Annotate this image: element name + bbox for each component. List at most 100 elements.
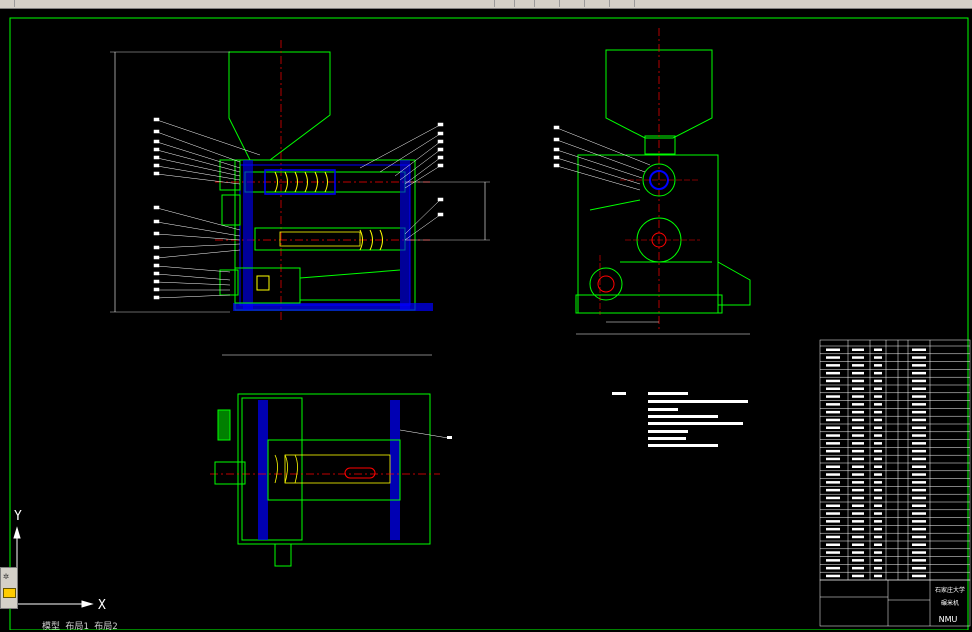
parts-cell-text xyxy=(852,371,864,375)
toolbar-button-7[interactable] xyxy=(595,0,610,7)
parts-cell-text xyxy=(852,403,864,406)
parts-cell-text xyxy=(852,559,864,562)
parts-cell-text xyxy=(852,488,864,492)
parts-cell-text xyxy=(912,364,926,367)
parts-cell-text xyxy=(874,442,882,445)
toolbar-button-1[interactable] xyxy=(0,0,15,7)
parts-cell-text xyxy=(912,527,926,531)
parts-cell-text xyxy=(912,426,926,429)
parts-cell-text xyxy=(912,574,926,578)
parts-cell-text xyxy=(912,496,926,500)
ucs-x-label: X xyxy=(98,598,106,613)
parts-cell-text xyxy=(912,512,926,515)
toolbar-button-6[interactable] xyxy=(570,0,585,7)
front-view xyxy=(110,40,490,320)
parts-cell-text xyxy=(874,496,882,500)
parts-cell-text xyxy=(826,403,840,406)
parts-cell-text xyxy=(852,442,864,445)
parts-cell-text xyxy=(912,449,926,453)
gear-icon[interactable]: ✲ xyxy=(3,571,10,582)
parts-cell-text xyxy=(874,504,882,507)
left-toolbar[interactable]: ✲ xyxy=(0,567,18,609)
school-logo: NMU xyxy=(939,615,958,624)
parts-cell-text xyxy=(912,442,926,445)
folder-icon[interactable] xyxy=(3,588,16,598)
parts-cell-text xyxy=(874,566,882,570)
parts-cell-text xyxy=(912,520,926,523)
parts-cell-text xyxy=(852,465,864,468)
parts-cell-text xyxy=(912,535,926,539)
parts-cell-text xyxy=(826,527,840,531)
parts-cell-text xyxy=(874,512,882,515)
parts-cell-text xyxy=(912,465,926,468)
parts-cell-text xyxy=(852,379,864,383)
parts-cell-text xyxy=(874,371,882,375)
parts-cell-text xyxy=(874,481,882,484)
parts-cell-text xyxy=(826,426,840,429)
parts-cell-text xyxy=(874,559,882,562)
parts-cell-text xyxy=(826,543,840,546)
parts-cell-text xyxy=(826,504,840,507)
toolbar-button-8[interactable] xyxy=(620,0,635,7)
parts-cell-text xyxy=(874,418,882,422)
parts-cell-text xyxy=(874,574,882,578)
parts-cell-text xyxy=(852,535,864,539)
parts-list xyxy=(819,339,971,627)
parts-cell-text xyxy=(826,465,840,468)
parts-cell-text xyxy=(874,410,882,414)
parts-cell-text xyxy=(852,496,864,500)
toolbar-button-4[interactable] xyxy=(520,0,535,7)
parts-cell-text xyxy=(826,566,840,570)
parts-cell-text xyxy=(826,481,840,484)
parts-cell-text xyxy=(852,457,864,461)
parts-cell-text xyxy=(874,348,882,351)
parts-cell-text xyxy=(852,473,864,476)
parts-cell-text xyxy=(826,496,840,500)
parts-cell-text xyxy=(852,504,864,507)
leader-lines-side xyxy=(553,125,651,191)
parts-cell-text xyxy=(912,559,926,562)
parts-cell-text xyxy=(852,520,864,523)
parts-cell-text xyxy=(826,395,840,398)
parts-cell-text xyxy=(912,543,926,546)
parts-cell-text xyxy=(874,395,882,398)
drawing-name: 碾米机 xyxy=(941,599,959,607)
parts-cell-text xyxy=(826,512,840,515)
parts-cell-text xyxy=(874,457,882,461)
toolbar-button-5[interactable] xyxy=(545,0,560,7)
parts-cell-text xyxy=(826,418,840,422)
drawing-canvas[interactable]: 石家庄大学 碾米机 NMU Y X xyxy=(0,8,972,630)
parts-cell-text xyxy=(826,520,840,523)
toolbar-button-3[interactable] xyxy=(500,0,515,7)
drawing-border xyxy=(9,17,969,630)
parts-cell-text xyxy=(874,403,882,406)
parts-cell-text xyxy=(912,387,926,390)
parts-cell-text xyxy=(874,465,882,468)
parts-cell-text xyxy=(912,566,926,570)
parts-cell-text xyxy=(826,551,840,554)
parts-cell-text xyxy=(874,543,882,546)
layout-tabs-label[interactable]: 模型 布局1 布局2 xyxy=(42,622,118,632)
parts-cell-text xyxy=(912,551,926,554)
parts-cell-text xyxy=(852,527,864,531)
parts-cell-text xyxy=(852,543,864,546)
parts-cell-text xyxy=(826,387,840,390)
parts-cell-text xyxy=(874,527,882,531)
parts-cell-text xyxy=(852,364,864,367)
parts-cell-text xyxy=(874,387,882,390)
parts-cell-text xyxy=(874,520,882,523)
university-name: 石家庄大学 xyxy=(935,586,965,594)
top-view xyxy=(210,354,452,567)
technical-notes xyxy=(612,392,748,447)
parts-cell-text xyxy=(874,434,882,437)
parts-cell-text xyxy=(826,348,840,351)
toolbar-strip xyxy=(0,0,972,9)
toolbar-button-2[interactable] xyxy=(480,0,495,7)
parts-cell-text xyxy=(912,504,926,507)
parts-cell-text xyxy=(874,551,882,554)
parts-cell-text xyxy=(874,364,882,367)
parts-cell-text xyxy=(912,379,926,383)
parts-cell-text xyxy=(852,426,864,429)
parts-cell-text xyxy=(852,387,864,390)
parts-cell-text xyxy=(852,449,864,453)
